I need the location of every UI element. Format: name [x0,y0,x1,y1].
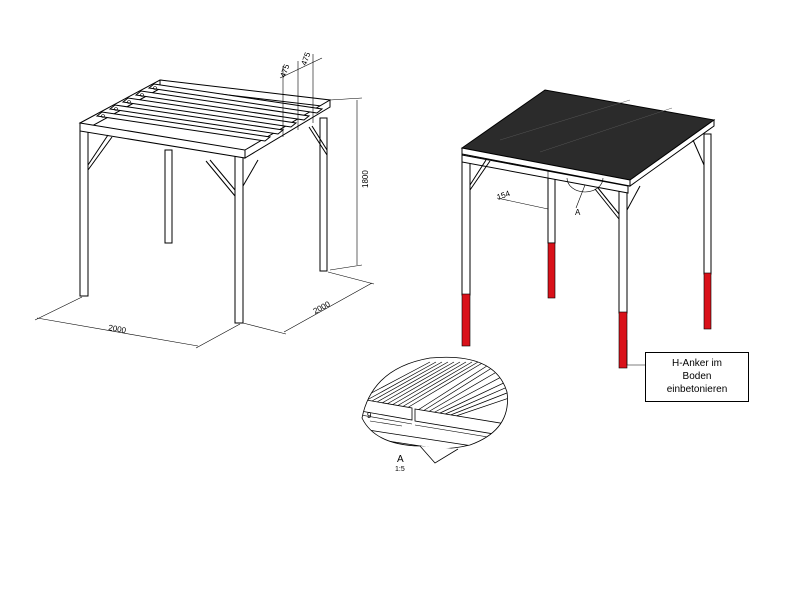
dimension-overhang: 154 [496,170,549,212]
joist [147,83,324,114]
gap-label: 9 [367,411,372,420]
spacing-1-label: 475 [278,63,291,79]
detail-scale: 1:5 [395,466,405,473]
roofed-view: 154 A [460,89,716,369]
h-anchor-back-right [703,272,712,330]
detail-a-zoom: 9 A 1:5 [361,356,508,473]
dimension-width: 2000 [34,296,241,349]
callout-line-3: einbetonieren [666,384,728,395]
detail-reference: A [566,177,604,217]
front-right-post [618,179,628,314]
callout-line-1: H-Anker im [671,358,722,369]
front-left-post [461,149,471,296]
h-anchor-front-right [618,311,628,369]
callout-line-2: Boden [682,371,712,382]
spacing-2-label: 475 [299,51,312,67]
h-anchor-front-left [461,293,471,347]
detail-ref-letter: A [575,208,581,217]
detail-letter: A [397,454,404,465]
dimension-height: 1800 [329,97,370,271]
height-label: 1800 [361,170,370,188]
frame-view: 2000 2000 1800 475 475 [34,51,375,349]
joist [95,111,272,142]
front-left-post [79,127,89,297]
anchor-callout-box: H-Anker im Boden einbetonieren [645,352,749,402]
joist [134,90,311,121]
overhang-label: 154 [496,189,512,202]
back-left-post [164,149,173,244]
back-right-post [703,133,712,275]
front-beam [461,154,629,194]
back-right-post [319,117,328,272]
callout-leader [626,340,645,366]
dimension-gap: 9 [367,411,403,427]
dimension-spacing: 475 475 [278,51,323,137]
width-label: 2000 [108,323,128,335]
joist [121,97,298,128]
roof-side-edge [629,119,715,187]
h-anchor-back-left [547,242,556,299]
dimension-depth: 2000 [242,271,375,335]
front-right-post [234,155,244,324]
depth-label: 2000 [312,299,332,316]
